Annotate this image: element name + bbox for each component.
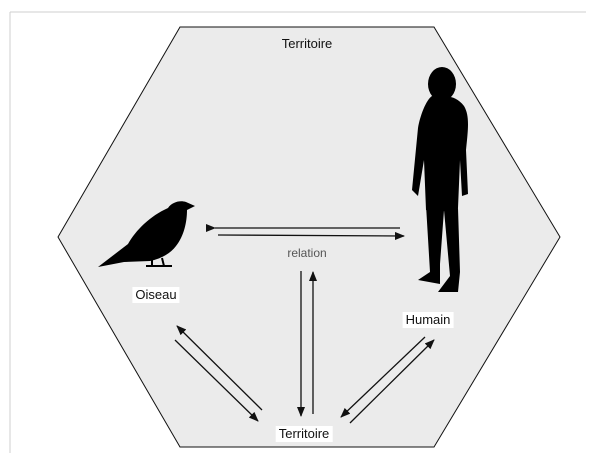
node-label-bird: Oiseau bbox=[132, 287, 179, 303]
node-label-territory: Territoire bbox=[276, 426, 333, 442]
node-label-human: Humain bbox=[403, 312, 454, 328]
edge-label-relation: relation bbox=[287, 245, 326, 261]
diagram-title: Territoire bbox=[282, 36, 333, 52]
